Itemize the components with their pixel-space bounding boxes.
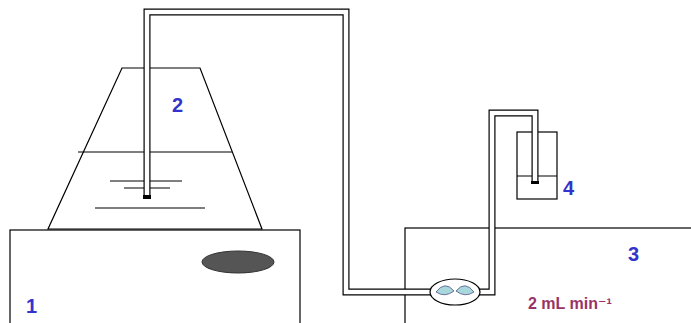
- pump-body: [405, 228, 691, 323]
- tubing-end: [531, 181, 539, 184]
- flask: [48, 68, 262, 229]
- tubing: [147, 12, 535, 292]
- tubing-bore: [147, 12, 535, 292]
- tubing-end: [143, 195, 151, 199]
- pump-head: [430, 279, 480, 305]
- callout-number: 2: [172, 95, 183, 115]
- pump-roller: [456, 286, 474, 295]
- pump-roller: [436, 286, 454, 295]
- callout-number: 4: [563, 178, 574, 198]
- callout-number: 1: [26, 296, 37, 316]
- stir-bar: [95, 207, 205, 208]
- flow-rate-label: 2 mL min⁻¹: [528, 296, 612, 312]
- stirrer-knob: [202, 251, 274, 273]
- stirrer-body: [10, 230, 300, 323]
- callout-number: 3: [628, 244, 639, 264]
- liquid-level: [78, 151, 232, 152]
